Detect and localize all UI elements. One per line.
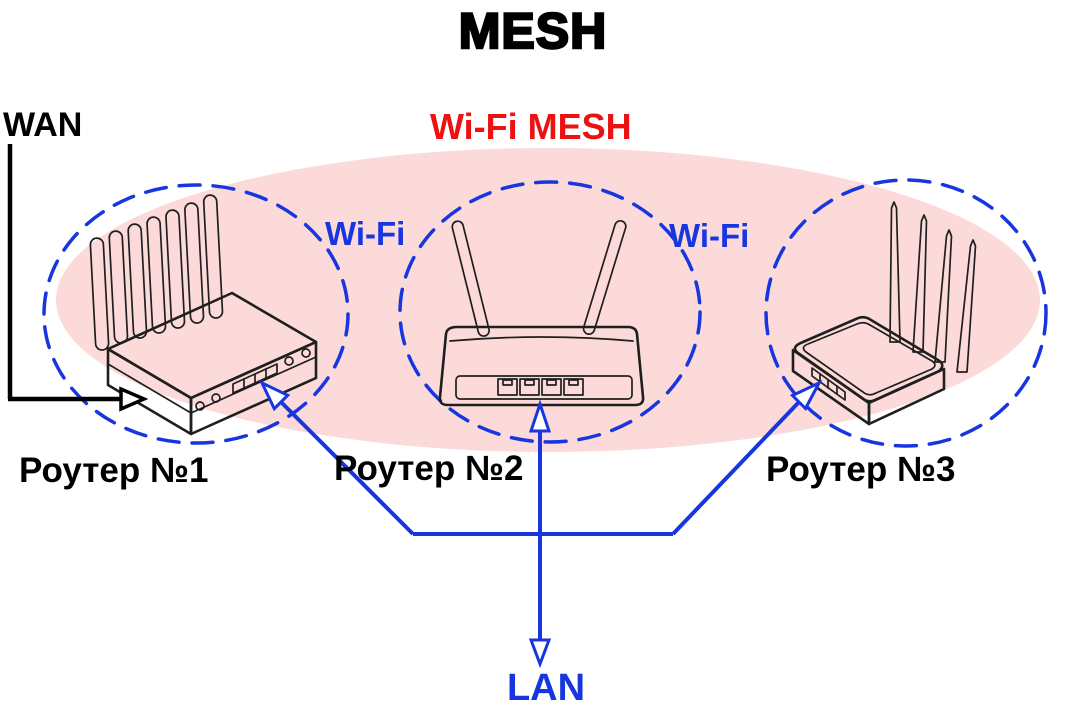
wifi-mesh-zone — [56, 148, 1040, 452]
router-3-label: Роутер №3 — [766, 450, 956, 489]
coverage-circle-router-1 — [42, 183, 350, 445]
wan-arrow — [7, 144, 149, 412]
arrow-to-lan — [528, 638, 552, 669]
router-1-ports — [232, 363, 278, 394]
wan-label: WAN — [3, 106, 83, 144]
wifi-link-label-left: Wi-Fi — [325, 215, 406, 252]
router-2-illustration — [438, 219, 645, 407]
router-3-illustration — [791, 201, 977, 426]
router-2-body — [438, 325, 645, 407]
router-3-right-face — [867, 367, 946, 426]
lan-wired-connections — [258, 379, 823, 669]
router-2-front-panel — [455, 375, 633, 400]
lan-branch-router-3 — [671, 400, 801, 536]
wifi-link-label-right: Wi-Fi — [669, 217, 750, 254]
router-coverage-circles — [42, 178, 1048, 448]
router-2-ports — [497, 378, 584, 396]
lan-branch-router-1 — [279, 400, 415, 536]
router-1-illustration — [89, 194, 318, 436]
router-1-label: Роутер №1 — [19, 451, 209, 490]
wifi-mesh-zone-label: Wi-Fi MESH — [430, 106, 632, 147]
router-2-label: Роутер №2 — [334, 449, 524, 488]
router-1-antennas — [89, 194, 224, 351]
router-1-screws — [195, 348, 311, 411]
wan-arrowhead — [119, 386, 149, 412]
mesh-coverage-ellipse — [56, 148, 1040, 452]
lan-label: LAN — [506, 667, 586, 709]
coverage-circle-router-3 — [764, 178, 1048, 448]
router-1-right-face — [189, 340, 318, 436]
arrow-to-router-2 — [528, 399, 552, 433]
router-2-antennas — [451, 219, 627, 337]
arrow-to-router-3 — [789, 379, 823, 411]
diagram-title: MESH — [458, 3, 608, 59]
arrow-to-router-1 — [258, 379, 291, 412]
router-3-ports — [811, 367, 846, 401]
coverage-circle-router-2 — [398, 180, 702, 444]
wan-line — [7, 144, 121, 402]
